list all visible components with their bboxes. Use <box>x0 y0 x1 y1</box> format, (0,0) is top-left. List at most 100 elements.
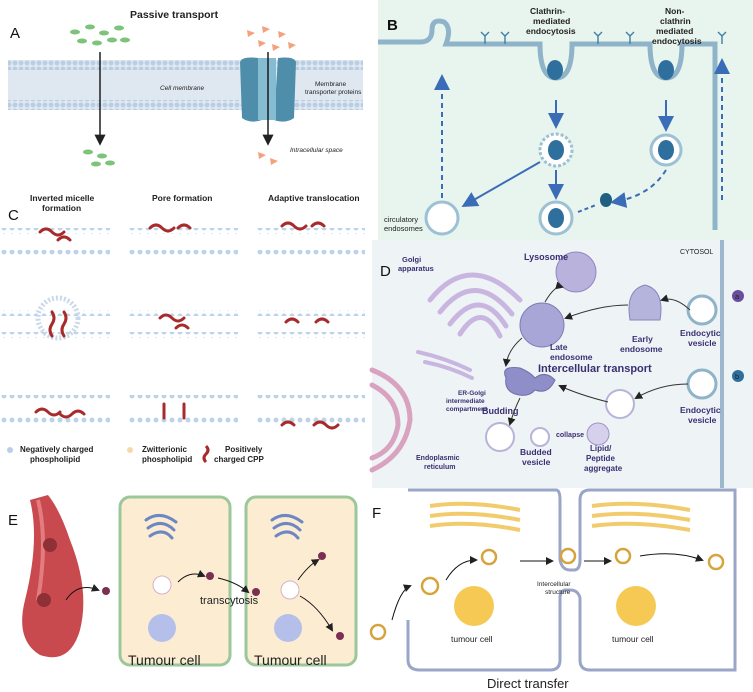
green-molecules-inside <box>83 149 115 167</box>
panel-a-letter: A <box>10 25 20 42</box>
nonclathrin-vesicle <box>649 133 683 167</box>
lipid-label-1: Lipid/ <box>590 444 612 453</box>
legend-negative-1: Negatively charged <box>20 445 93 454</box>
transporter-label-1: Membrane <box>315 81 346 88</box>
tumour-nucleus-f2 <box>616 586 656 626</box>
panel-b-background <box>378 0 753 240</box>
golgi-icon-e1 <box>144 514 178 540</box>
panel-d: D CYTOSOL Golgi apparatus Lysosome Late … <box>369 240 753 488</box>
bilayer-rows <box>0 228 365 423</box>
direct-transfer-caption: Direct transfer <box>487 676 569 691</box>
lipid-peptide-aggregate <box>586 422 610 446</box>
membrane-inner-heads <box>8 100 363 110</box>
clathrin-label-1: Clathrin- <box>530 6 565 16</box>
lysosome <box>555 251 597 293</box>
endocytic-vesicle-b <box>686 368 718 400</box>
late-endosome <box>519 302 565 348</box>
ergolgi-label-2: intermediate <box>446 398 485 405</box>
endocytic-vesicle-a <box>686 294 718 326</box>
panel-e-letter: E <box>8 512 18 529</box>
col3-title: Adaptive translocation <box>268 193 360 203</box>
endocytic-a-label-2: vesicle <box>688 338 717 348</box>
blood-vessel-highlight <box>36 499 45 601</box>
released-cargo <box>600 193 612 207</box>
intercellular-label-1: Intercellular <box>537 581 571 588</box>
budding-vesicle <box>504 367 556 396</box>
er-label-2: reticulum <box>424 464 456 471</box>
cpp-peptides <box>34 221 340 430</box>
legend-zwitterionic-2: phospholipid <box>142 455 192 464</box>
nonclathrin-label-4: endocytosis <box>652 36 702 46</box>
endoplasmic-reticulum <box>369 367 413 473</box>
fused-vesicle <box>605 389 635 419</box>
tumour-label-e2: Tumour cell <box>254 652 327 668</box>
tumour-cell-1 <box>118 495 232 667</box>
golgi-icon-e2 <box>270 514 304 540</box>
budded-vesicle-1 <box>485 422 515 452</box>
budded-label-2: vesicle <box>522 457 551 467</box>
endocytosis-arrows <box>434 58 730 213</box>
nucleus-e1 <box>148 614 176 642</box>
panel-e-arrows <box>65 558 334 632</box>
panel-e: E Tumour cell Tumour cell transcytosis <box>8 495 358 668</box>
ergolgi-label-1: ER-Golgi <box>458 390 486 397</box>
marker-a-circle <box>732 290 744 302</box>
membrane-label: Cell membrane <box>160 85 204 92</box>
col2-title: Pore formation <box>152 193 212 203</box>
endocytic-a-label-1: Endocytic <box>680 328 721 338</box>
membrane-outer-heads <box>8 60 363 70</box>
collapse-label: collapse <box>556 432 584 439</box>
nonclathrin-label-3: mediated <box>656 26 693 36</box>
circulatory-endosome <box>424 200 460 236</box>
tumour-nucleus-f1 <box>454 586 494 626</box>
uncoated-vesicle <box>538 200 574 236</box>
panel-a-title: Passive transport <box>130 9 219 21</box>
panel-d-letter: D <box>380 263 391 280</box>
early-endosome-label-1: Early <box>632 334 653 344</box>
lipid-label-2: Peptide <box>586 454 615 463</box>
endocytic-b-label-1: Endocytic <box>680 405 721 415</box>
tumour-label-f1: tumour cell <box>451 634 493 644</box>
nucleus-e2 <box>274 614 302 642</box>
intercellular-label-2: structure <box>545 589 571 596</box>
marker-b: b <box>735 372 739 381</box>
er-label-1: Endoplasmic <box>416 455 460 462</box>
budded-vesicle-2 <box>530 427 550 447</box>
tumour-label-f2: tumour cell <box>612 634 654 644</box>
clathrin-pit-vesicle <box>547 60 563 80</box>
clathrin-label-3: endocytosis <box>526 26 576 36</box>
early-endosome-label-2: endosome <box>620 344 663 354</box>
receptor-icons <box>480 31 727 44</box>
golgi-label-2: apparatus <box>398 264 434 273</box>
vessel-nanoparticle-1 <box>43 538 57 552</box>
intercellular-transport-label: Intercellular transport <box>538 363 652 375</box>
er-golgi-compartment <box>416 350 474 380</box>
endosome-e1 <box>152 575 172 595</box>
panel-f: F tumour cell tumour cell Intercellular … <box>369 488 737 691</box>
panel-b: B Clathrin- mediated endocytosis Non- cl… <box>378 0 753 240</box>
legend-negative-marker <box>7 447 13 453</box>
col1-title-2: formation <box>42 203 81 213</box>
tumour-cell-outlines <box>406 488 737 672</box>
endosome-label-1: circulatory <box>384 215 418 224</box>
panel-a: A Passive transport Cell membrane <box>8 9 363 167</box>
blood-vessel <box>22 495 84 658</box>
green-molecules-outside <box>70 24 130 46</box>
ergolgi-label-3: compartment <box>446 406 488 413</box>
transporter-protein <box>240 57 296 122</box>
endocytic-b-label-2: vesicle <box>688 415 717 425</box>
panel-f-arrows <box>391 553 704 621</box>
budded-label-1: Budded <box>520 447 552 457</box>
nanoparticle-rings <box>369 547 725 641</box>
endosome-label-2: endosomes <box>384 224 423 233</box>
legend-zwitterionic-marker <box>127 447 133 453</box>
panel-b-letter: B <box>387 17 398 34</box>
marker-b-circle <box>732 370 744 382</box>
er-stacks-f <box>429 501 691 532</box>
legend-zwitterionic-1: Zwitterionic <box>142 445 187 454</box>
lipid-label-3: aggregate <box>584 464 623 473</box>
orange-molecules-outside <box>247 26 296 51</box>
golgi-apparatus <box>427 272 523 339</box>
clathrin-label-2: mediated <box>533 16 570 26</box>
